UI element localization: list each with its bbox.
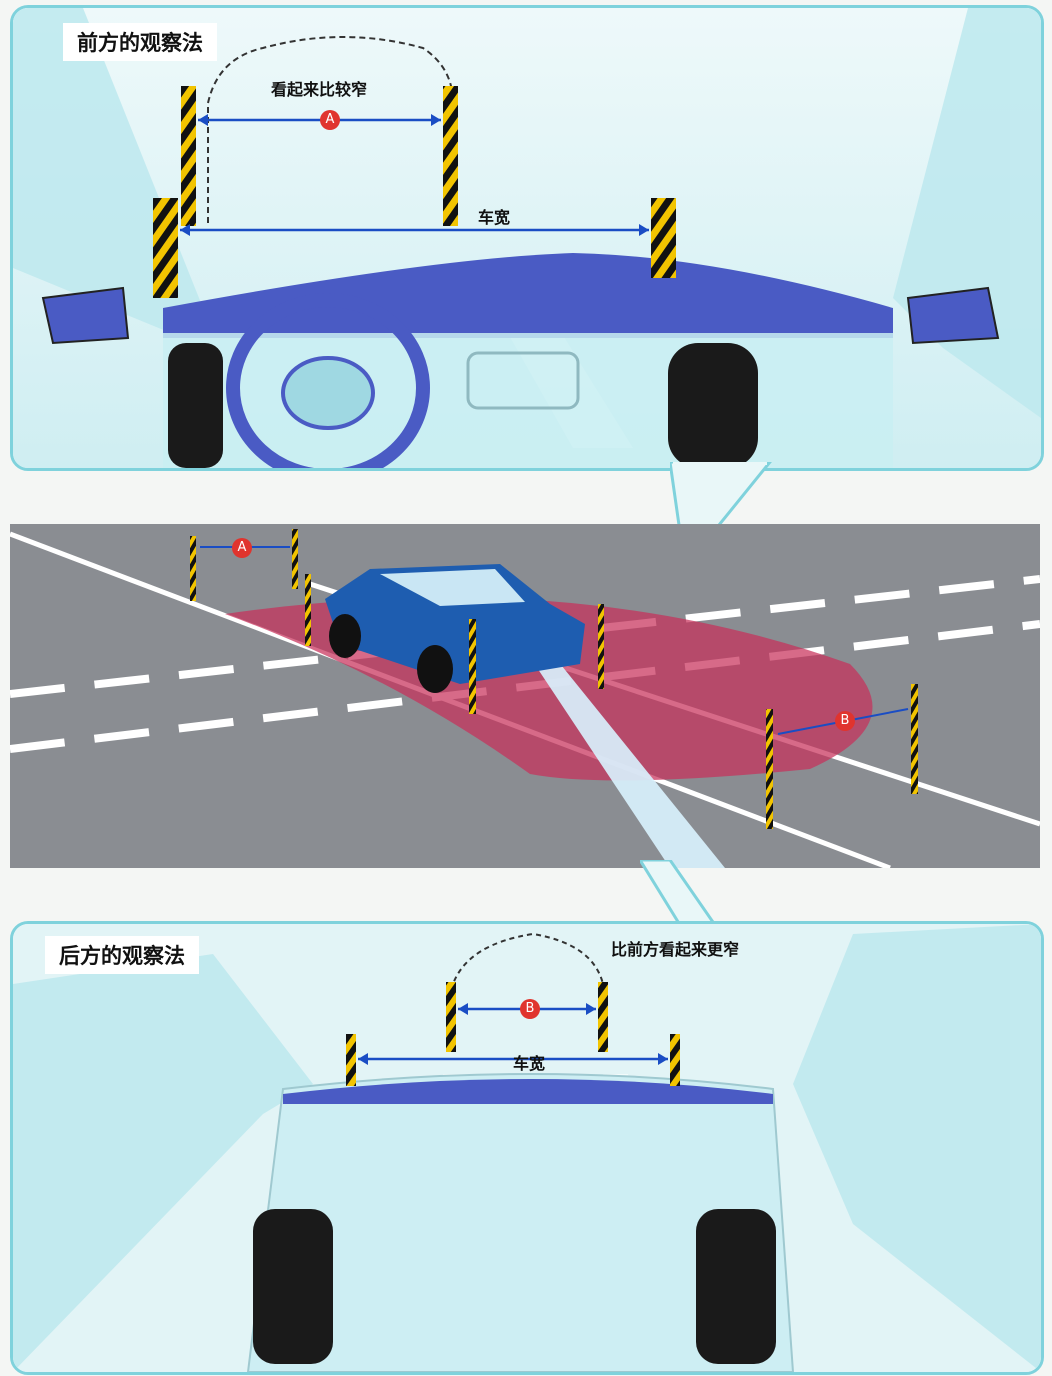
dashboard-top: [163, 253, 893, 338]
front-left-tire: [168, 343, 223, 468]
front-view-title: 前方的观察法: [63, 23, 217, 61]
rear-right-tire: [696, 1209, 776, 1364]
narrower-label: 比前方看起来更窄: [611, 940, 740, 959]
blue-sedan: [325, 564, 585, 693]
sight-beam: [508, 624, 725, 868]
front-view-illustration: [13, 8, 1041, 468]
callout-tail-rear: [640, 860, 718, 927]
rear-deck: [246, 1073, 795, 1372]
scene-marker-a: A: [232, 538, 252, 558]
right-mirror: [906, 286, 1000, 345]
steering-wheel: [226, 293, 430, 468]
marker-b-badge: B: [520, 999, 540, 1019]
pole-a-right: [443, 86, 458, 226]
left-mirror: [41, 286, 130, 345]
car-width-label: 车宽: [478, 208, 511, 227]
pole-a-left: [181, 86, 196, 226]
rear-view-panel: 后方的观察法 比前方看起来更窄 B 车宽: [10, 921, 1044, 1375]
road-scene-illustration: [10, 524, 1040, 868]
rear-view-title: 后方的观察法: [45, 936, 199, 974]
front-view-panel: 前方的观察法 看起来比较窄 A 车宽: [10, 5, 1044, 471]
front-right-tire: [668, 343, 758, 468]
rear-view-illustration: [13, 924, 1041, 1372]
car-width-label-rear: 车宽: [513, 1054, 546, 1073]
pole-width-left: [153, 198, 178, 298]
scene-marker-b: B: [835, 711, 855, 731]
pole-width-right: [651, 198, 676, 278]
narrow-label: 看起来比较窄: [271, 80, 368, 99]
rear-left-tire: [253, 1209, 333, 1364]
road-scene: A B: [10, 524, 1040, 868]
marker-a-badge: A: [320, 110, 340, 130]
